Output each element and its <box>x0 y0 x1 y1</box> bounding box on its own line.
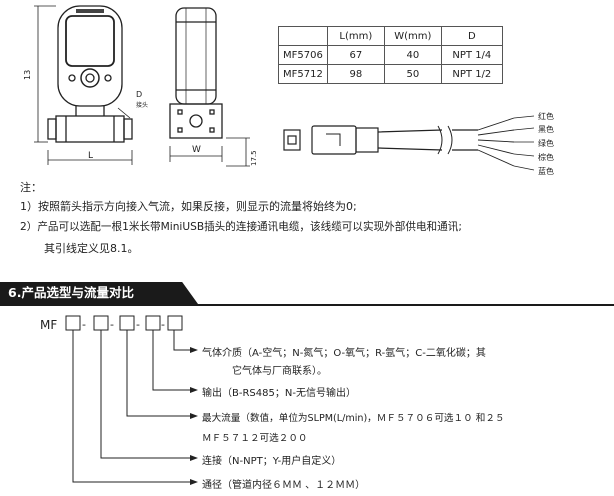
d-dimension-sublabel: 接头 <box>136 101 148 109</box>
side-view <box>169 7 223 139</box>
code-box-bore <box>65 315 81 331</box>
gas-medium-desc: 气体介质（A-空气；N-氮气；O-氧气；R-氩气；C-二氧化碳；其 <box>202 348 486 359</box>
table-cell: 50 <box>383 64 442 84</box>
code-dash: - <box>161 318 165 331</box>
section-divider <box>0 304 614 306</box>
usb-cable-drawing: 红色 黑色 绿色 棕色 蓝色 <box>283 111 554 176</box>
model-code-diagram: - - - - <box>65 315 198 485</box>
table-cell: NPT 1/2 <box>440 64 503 84</box>
note-line-2: 2）产品可以选配一根1米长带MiniUSB插头的连接通讯电缆，该线缆可以实现外部… <box>20 221 462 233</box>
note-line-3: 其引线定义见8.1。 <box>44 242 139 255</box>
max-flow-desc: 最大流量（数值，单位为SLPM(L/min)，ＭＦ５７０６可选１０ 和２５ <box>202 413 505 424</box>
code-box-gas <box>167 315 183 331</box>
model-prefix: MF <box>40 318 58 332</box>
notes-title: 注： <box>20 181 42 194</box>
wire-color-label: 绿色 <box>538 138 554 148</box>
table-row: MF5712 98 50 NPT 1/2 <box>278 64 503 84</box>
bore-desc: 通径（管道内径６ＭＭ 、１２ＭＭ） <box>202 480 366 491</box>
wire-color-label: 黑色 <box>538 124 554 134</box>
section-title: 6.产品选型与流量对比 <box>0 282 198 304</box>
spec-table: L(mm) W(mm) D MF5706 67 40 NPT 1/4 MF571… <box>278 26 503 84</box>
length-dimension-label: L <box>88 151 93 161</box>
code-dash: - <box>82 318 86 331</box>
code-box-connection <box>93 315 109 331</box>
table-row: MF5706 67 40 NPT 1/4 <box>278 45 503 65</box>
table-cell: 67 <box>326 45 385 65</box>
base-height-dimension-label: 17.5 <box>250 150 258 166</box>
wire-color-label: 蓝色 <box>538 166 554 176</box>
dimension-drawing: 13 L D 接头 W 17.5 <box>23 5 258 167</box>
table-cell: MF5712 <box>278 64 328 84</box>
d-dimension-label: D <box>136 90 142 99</box>
table-header <box>278 26 328 46</box>
note-line-1: 1）按照箭头指示方向接入气流，如果反接，则显示的流量将始终为0; <box>20 200 357 213</box>
table-header: D <box>440 26 503 46</box>
wire-color-label: 棕色 <box>538 152 554 162</box>
table-cell: MF5706 <box>278 45 328 65</box>
table-header: L(mm) <box>326 26 385 46</box>
height-dimension-label: 13 <box>23 70 32 80</box>
table-cell: 98 <box>326 64 385 84</box>
wire-color-label: 红色 <box>538 111 554 121</box>
code-dash: - <box>110 318 114 331</box>
front-view <box>47 5 133 143</box>
width-dimension-label: W <box>192 145 201 155</box>
table-header-row: L(mm) W(mm) D <box>278 26 503 46</box>
code-dash: - <box>136 318 140 331</box>
connection-desc: 连接（N-NPT；Y-用户自定义） <box>202 456 342 467</box>
code-box-max-flow <box>119 315 135 331</box>
table-cell: 40 <box>383 45 442 65</box>
table-cell: NPT 1/4 <box>440 45 503 65</box>
table-header: W(mm) <box>383 26 442 46</box>
gas-medium-desc-cont: 它气体与厂商联系）。 <box>232 366 327 377</box>
output-desc: 输出（B-RS485；N-无信号输出） <box>202 388 356 399</box>
max-flow-desc-cont: ＭＦ５７１２可选２００ <box>202 433 308 444</box>
code-box-output <box>145 315 161 331</box>
